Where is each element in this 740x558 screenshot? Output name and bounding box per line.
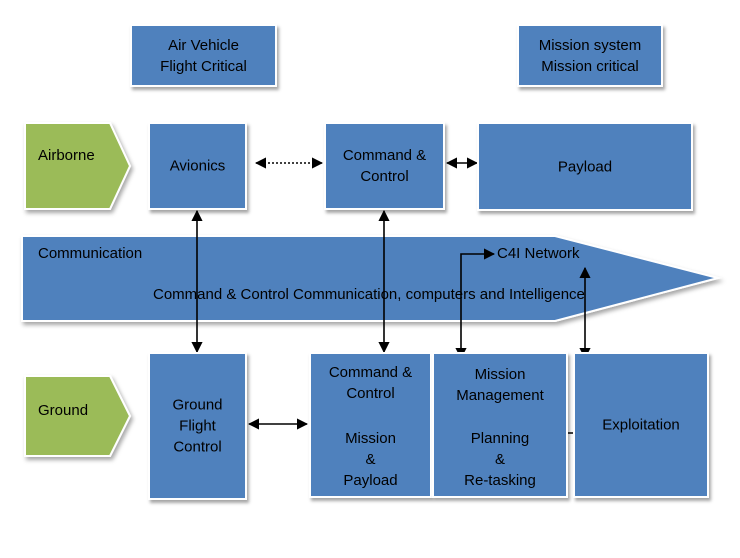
airborne-chevron [24, 122, 132, 210]
avionics-box: Avionics [148, 122, 247, 210]
ground-flight-control-box: Ground Flight Control [148, 352, 247, 500]
command-control-box: Command & Control [324, 122, 445, 210]
legend-mission-system: Mission system Mission critical [517, 24, 663, 87]
ground-chevron [24, 375, 132, 457]
legend-air-vehicle: Air Vehicle Flight Critical [130, 24, 277, 87]
c4i-mission-link [455, 248, 496, 360]
payload-box: Payload [477, 122, 693, 211]
exploitation-box: Exploitation [573, 352, 709, 498]
mission-management-box: Mission Management Planning & Re-tasking [432, 352, 568, 498]
communication-label: Communication [38, 245, 143, 262]
airborne-label: Airborne [38, 147, 95, 164]
ground-label: Ground [38, 402, 89, 419]
c4i-network-label: C4I Network [497, 245, 580, 262]
ground-command-control-box: Command & Control Mission & Payload [309, 352, 432, 498]
connectors [191, 157, 591, 439]
communication-description: Command & Control Communication, compute… [153, 286, 585, 303]
